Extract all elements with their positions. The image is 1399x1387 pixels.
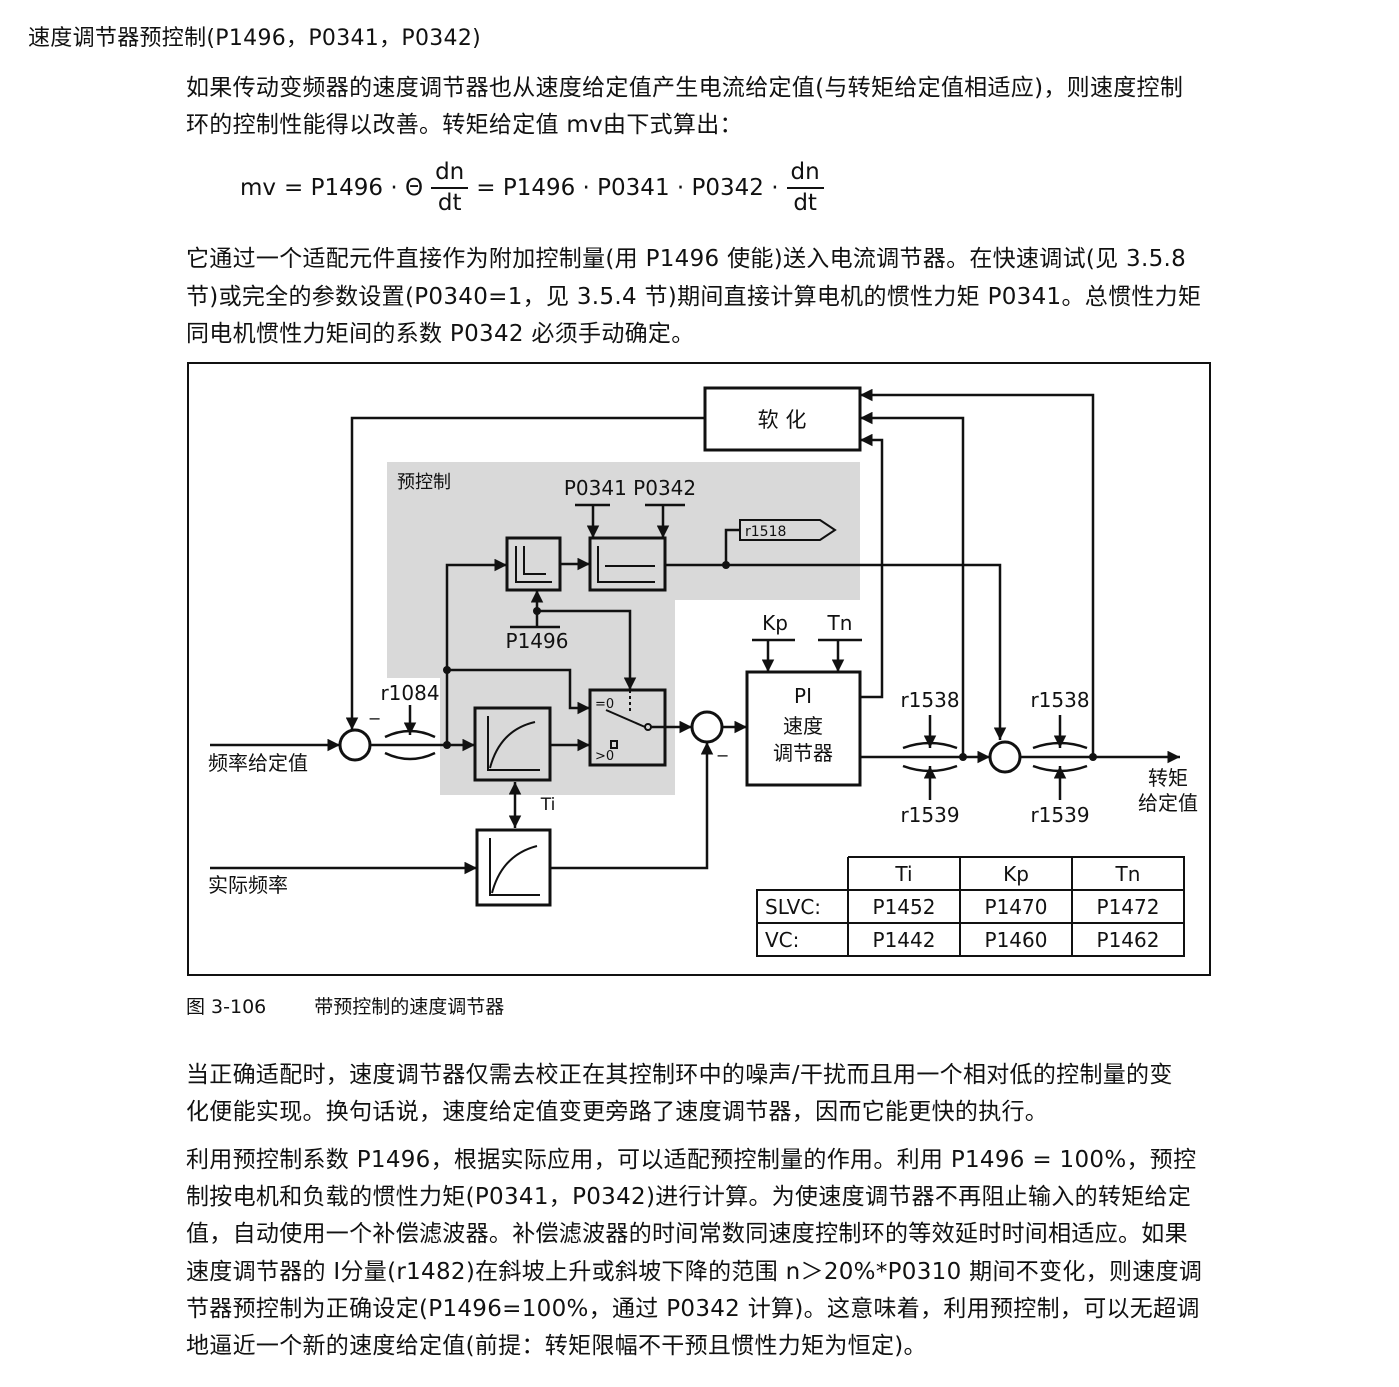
table-header: Tn — [1115, 862, 1141, 886]
para2-line: 节)或完全的参数设置(P0340=1，见 3.5.4 节)期间直接计算电机的惯性… — [186, 284, 1202, 310]
table-header: Kp — [1003, 862, 1029, 886]
para3-line: 化便能实现。换句话说，速度给定值变更旁路了速度调节器，因而它能更快的执行。 — [186, 1099, 1049, 1125]
frac-den: dt — [437, 189, 462, 216]
para2-line: 同电机惯性力矩间的系数 P0342 必须手动确定。 — [186, 321, 695, 347]
tn-label: Tn — [827, 611, 853, 635]
gt0-label: >0 — [595, 749, 614, 764]
para4-line: 速度调节器的 I分量(r1482)在斜坡上升或斜坡下降的范围 n＞20%*P03… — [186, 1259, 1203, 1285]
r1084-label: r1084 — [380, 681, 439, 705]
r1538-label: r1538 — [900, 688, 959, 712]
formula-eq1: = P1496 · Θ — [284, 174, 424, 201]
table-header: Ti — [894, 862, 912, 886]
r1538-label: r1538 — [1030, 688, 1089, 712]
table-cell: P1442 — [873, 928, 936, 952]
freq-setpoint-label: 频率给定值 — [208, 751, 308, 775]
table-cell: P1472 — [1097, 895, 1160, 919]
pi-speed-controller — [745, 670, 862, 787]
r1518-connector — [739, 519, 837, 541]
r1518-label: r1518 — [745, 524, 786, 540]
filter-block-actual — [475, 828, 552, 907]
parameter-table — [756, 856, 1185, 957]
kp-label: Kp — [762, 611, 788, 635]
table-cell: P1452 — [873, 895, 936, 919]
minus-sign: − — [368, 709, 381, 728]
ti-label: Ti — [540, 795, 556, 815]
pi-label: PI — [794, 684, 812, 708]
torque-setpoint-label: 转矩 — [1148, 766, 1188, 790]
para4-line: 值，自动使用一个补偿滤波器。补偿滤波器的时间常数同速度控制环的等效延时时间相适应… — [186, 1221, 1188, 1247]
figure-caption: 图 3-106 带预控制的速度调节器 — [186, 992, 504, 1019]
frac-num: dn — [431, 158, 469, 189]
para4-line: 利用预控制系数 P1496，根据实际应用，可以适配预控制量的作用。利用 P149… — [186, 1147, 1197, 1173]
para1-line: 环的控制性能得以改善。转矩给定值 mv由下式算出： — [186, 112, 743, 138]
para4-line: 地逼近一个新的速度给定值(前提：转矩限幅不干预且惯性力矩为恒定)。 — [186, 1333, 927, 1359]
table-cell: P1470 — [985, 895, 1048, 919]
figure-number: 图 3-106 — [186, 996, 267, 1018]
figure-title: 带预控制的速度调节器 — [314, 996, 505, 1018]
para3-line: 当正确适配时，速度调节器仅需去校正在其控制环中的噪声/干扰而且用一个相对低的控制… — [186, 1062, 1173, 1088]
summing-junction — [690, 710, 724, 744]
summing-junction — [338, 728, 372, 762]
frac-den: dt — [793, 189, 817, 216]
minus-sign: − — [716, 746, 729, 765]
table-row-label: SLVC: — [765, 895, 821, 919]
p1496-label: P1496 — [506, 629, 569, 653]
para1-line: 如果传动变频器的速度调节器也从速度给定值产生电流给定值(与转矩给定值相适应)，则… — [186, 75, 1184, 101]
pi-label-controller: 调节器 — [773, 741, 833, 765]
pi-label-speed: 速度 — [783, 714, 823, 738]
section-title: 速度调节器预控制(P1496，P0341，P0342) — [28, 26, 482, 51]
diagram-frame — [187, 362, 1211, 976]
r1539-label: r1539 — [900, 803, 959, 827]
para4-line: 制按电机和负载的惯性力矩(P0341，P0342)进行计算。为使速度调节器不再阻… — [186, 1184, 1192, 1210]
soften-label: 软 化 — [758, 408, 807, 432]
precontrol-region — [387, 462, 860, 795]
eq0-label: =0 — [595, 697, 614, 712]
para2-line: 它通过一个适配元件直接作为附加控制量(用 P1496 使能)送入电流调节器。在快… — [186, 246, 1187, 272]
table-cell: P1460 — [985, 928, 1048, 952]
precontrol-label: 预控制 — [397, 472, 451, 493]
r1539-label: r1539 — [1030, 803, 1089, 827]
actual-freq-label: 实际频率 — [208, 873, 288, 897]
formula-eq2: = P1496 · P0341 · P0342 · — [476, 174, 779, 201]
table-cell: P1462 — [1097, 928, 1160, 952]
table-row-label: VC: — [765, 928, 799, 952]
para4-line: 节器预控制为正确设定(P1496=100%，通过 P0342 计算)。这意味着，… — [186, 1296, 1200, 1322]
p0341-p0342-label: P0341 P0342 — [564, 476, 696, 500]
formula-lhs: mv — [240, 174, 277, 201]
torque-setpoint-label: 给定值 — [1138, 791, 1198, 815]
summing-junction — [988, 740, 1022, 774]
frac-num: dn — [786, 158, 824, 189]
